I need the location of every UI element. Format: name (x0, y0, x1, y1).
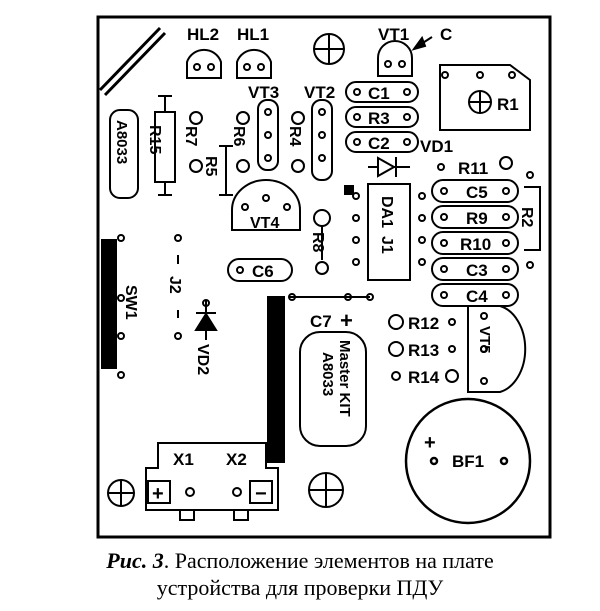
label-module-line1: Master KIT (336, 340, 353, 417)
label-a8033: A8033 (113, 120, 130, 164)
label-r10: R10 (460, 235, 491, 254)
label-vt2: VT2 (304, 83, 335, 102)
label-c: C (440, 25, 452, 44)
label-vt3: VT3 (248, 83, 279, 102)
j2-jumper (174, 234, 182, 340)
label-hl2: HL2 (187, 25, 219, 44)
label-sw1: SW1 (122, 285, 139, 320)
label-c1: C1 (368, 84, 390, 103)
label-r4: R4 (286, 126, 303, 147)
label-r5: R5 (202, 156, 219, 177)
r8-pads (313, 209, 331, 275)
label-c6: C6 (252, 262, 274, 281)
caption-text-1: . Расположение элементов на плате (163, 548, 494, 573)
a8033-chip-box (109, 109, 139, 199)
label-r13: R13 (408, 341, 439, 360)
label-x2: X2 (226, 450, 247, 469)
x1-x2-connector (145, 442, 279, 521)
label-vt4: VT4 (250, 215, 279, 232)
label-x2-minus: − (255, 483, 267, 505)
figure-caption-line2: устройства для проверки ПДУ (0, 575, 600, 601)
da1-ic (344, 183, 426, 281)
misc-pads-left (189, 111, 305, 196)
c1-r3-c2-pads (345, 81, 419, 153)
label-r9: R9 (466, 209, 488, 228)
hl2-led (186, 48, 222, 79)
label-c3: C3 (466, 261, 488, 280)
vt1-transistor (377, 40, 413, 77)
label-r3: R3 (368, 109, 390, 128)
r1-trimmer (439, 64, 531, 131)
pcb-layout-diagram: HL2 HL1 VT1 C VT3 VT2 C1 R1 R3 C2 VD1 R1… (96, 15, 552, 539)
hl1-led (236, 48, 272, 79)
c-arrow (411, 35, 433, 51)
c6-capacitor (227, 258, 293, 282)
label-r7: R7 (182, 126, 199, 147)
label-vd2: VD2 (194, 344, 211, 375)
label-c2: C2 (368, 134, 390, 153)
label-c5: C5 (466, 183, 488, 202)
vt2-block (311, 99, 333, 181)
bf1-buzzer (404, 397, 532, 525)
label-r12: R12 (408, 314, 439, 333)
label-bf1: BF1 (452, 452, 484, 471)
label-r1: R1 (497, 95, 519, 114)
board-outline (96, 15, 552, 539)
label-c4: C4 (466, 287, 488, 306)
label-hl1: HL1 (237, 25, 269, 44)
label-vt1: VT1 (378, 25, 409, 44)
label-da1: DA1 (378, 196, 395, 228)
caption-text-2: устройства для проверки ПДУ (156, 575, 444, 600)
master-kit-module (299, 331, 367, 447)
mount-hole-top (313, 33, 345, 65)
mount-hole-bottom-left (107, 479, 135, 507)
label-x1-plus: + (152, 483, 164, 505)
label-j1: J1 (378, 236, 395, 254)
label-vt5: VT5 (476, 326, 493, 354)
sw1-switch (101, 234, 125, 379)
label-r11: R11 (458, 159, 488, 178)
label-r6: R6 (230, 126, 247, 147)
label-r15: R15 (146, 125, 163, 154)
right-column-pads (431, 156, 519, 307)
vd1-diode (368, 156, 410, 178)
vt3-block (257, 99, 279, 171)
corner-hatch (98, 26, 167, 97)
label-x1: X1 (173, 450, 194, 469)
figure-number: Рис. 3 (106, 548, 164, 573)
label-c7: C7 (310, 312, 332, 331)
r12-r13-r14-pads (388, 314, 459, 383)
r2-resistor (524, 171, 541, 269)
label-vd1: VD1 (420, 137, 453, 156)
mount-hole-bottom-mid (308, 472, 344, 508)
figure-caption-line1: Рис. 3. Расположение элементов на плате (0, 548, 600, 574)
label-r14: R14 (408, 368, 440, 387)
label-r8: R8 (309, 232, 326, 253)
vt4-transistor (231, 179, 301, 231)
label-j2: J2 (166, 276, 183, 294)
c7-capacitor (267, 293, 374, 463)
vt5-transistor (467, 305, 527, 393)
vd2-diode (194, 299, 218, 340)
label-module-line2: A8033 (319, 352, 336, 396)
label-c7-plus: + (340, 308, 353, 333)
r15-resistor (154, 95, 176, 196)
label-r2: R2 (518, 207, 535, 228)
label-bf1-plus: + (424, 432, 436, 454)
